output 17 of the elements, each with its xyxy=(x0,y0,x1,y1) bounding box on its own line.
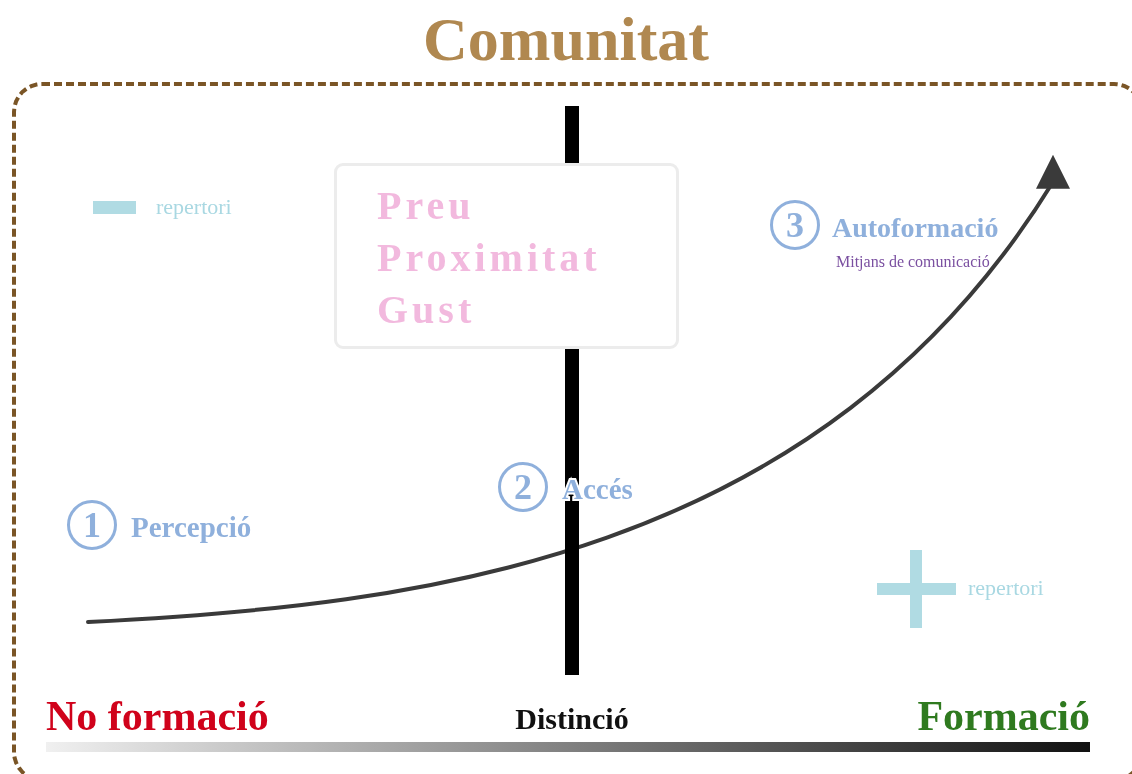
label: repertori xyxy=(156,194,232,220)
label: Distinció xyxy=(515,701,629,735)
label: Formació xyxy=(917,692,1090,740)
step-number: 2 xyxy=(498,462,548,512)
step-number: 1 xyxy=(67,500,117,550)
factor-text: Gust xyxy=(377,286,477,334)
label: No formació xyxy=(46,692,269,740)
label: Autoformació xyxy=(832,212,999,244)
label: repertori xyxy=(968,575,1044,601)
label: Mitjans de comunicació xyxy=(836,253,990,271)
heading: Comunitat xyxy=(423,8,709,70)
factor-text: Proximitat xyxy=(377,234,602,282)
step-number: 3 xyxy=(770,200,820,250)
divider-bar xyxy=(565,106,579,163)
factor-text: Preu xyxy=(377,182,476,230)
factor-box xyxy=(334,163,679,349)
label: Percepció xyxy=(131,512,252,544)
